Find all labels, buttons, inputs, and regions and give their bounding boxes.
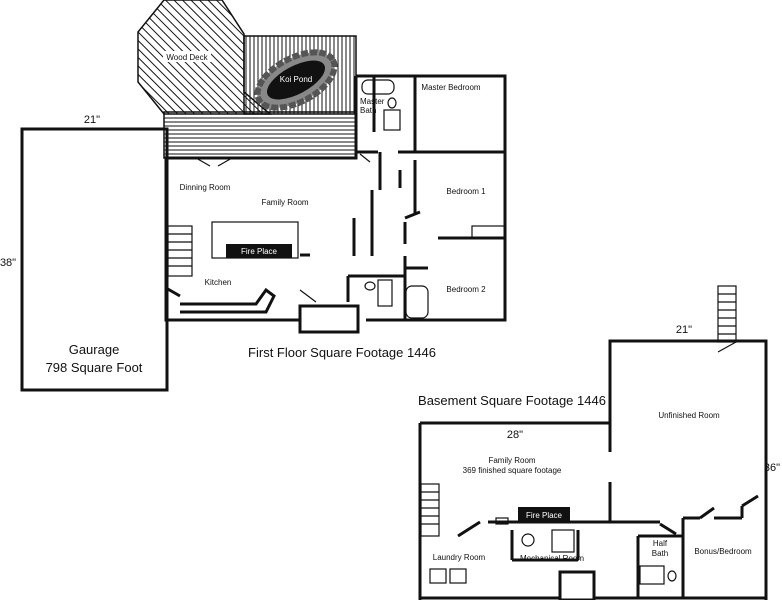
first-floor: 21" 38" Gaurage 798 Square Foot Wood Dec… <box>0 0 507 392</box>
bedroom-1-label: Bedroom 1 <box>446 187 486 196</box>
bonus-bedroom-label: Bonus/Bedroom <box>694 547 752 556</box>
wood-deck-label-bg <box>163 51 211 62</box>
basement-width-top-label: 21" <box>676 324 692 336</box>
fire-place-label: Fire Place <box>241 247 278 256</box>
koi-pond-label: Koi Pond <box>280 75 312 84</box>
basement-hearth-vent <box>495 517 509 525</box>
furnace <box>551 529 575 553</box>
water-heater <box>521 533 535 547</box>
fire-place <box>226 244 292 258</box>
hall-bath-vanity <box>377 279 393 307</box>
laundry-room-label: Laundry Room <box>433 553 486 562</box>
basement-stairs-top <box>717 285 737 343</box>
koi-pond: Koi Pond <box>254 49 338 111</box>
basement-family-room-label: Family Room <box>488 456 535 465</box>
basement-width-left-label: 28" <box>507 429 523 441</box>
first-floor-title: First Floor Square Footage 1446 <box>248 345 436 360</box>
basement-family-room-note: 369 finished square footage <box>463 466 562 475</box>
bedroom-1-closet <box>471 225 506 239</box>
basement-outer-wall <box>418 339 768 600</box>
hall-bath-tub <box>405 285 429 319</box>
unfinished-room-label: Unfinished Room <box>658 411 720 420</box>
hall-bath-toilet <box>364 281 376 291</box>
basement-depth-right-label: 36" <box>764 462 780 474</box>
basement-front-window-well <box>558 570 596 600</box>
washer <box>429 568 447 584</box>
front-entry <box>298 304 360 334</box>
mechanical-room-label: Mechanical Room <box>520 554 584 563</box>
family-room-label: Family Room <box>261 198 308 207</box>
garage-name-label: Gaurage <box>69 342 120 357</box>
basement-fire-place <box>518 507 570 523</box>
dining-room-label: Dinning Room <box>180 183 231 192</box>
master-bath-tub <box>361 79 395 95</box>
garage-depth-label: 38" <box>0 257 16 269</box>
master-bedroom-label: Master Bedroom <box>421 83 480 92</box>
basement: Fire Place 21" 28" 36" Basement Square F… <box>418 285 780 600</box>
kitchen-label: Kitchen <box>205 278 232 287</box>
master-bath-label-2: Bath <box>360 106 376 115</box>
basement-stairs-left <box>420 483 440 537</box>
master-bath-toilet <box>387 97 397 109</box>
first-floor-stairs <box>167 225 193 277</box>
half-bath-label-2: Bath <box>652 549 668 558</box>
half-bath-vanity <box>639 565 665 585</box>
bedroom-2-label: Bedroom 2 <box>446 285 486 294</box>
wood-deck-label: Wood Deck <box>166 53 208 62</box>
garage-area-label: 798 Square Foot <box>46 360 143 375</box>
lower-deck <box>163 111 357 159</box>
half-bath-label-1: Half <box>653 539 668 548</box>
house-outer-wall <box>164 74 507 322</box>
basement-title: Basement Square Footage 1446 <box>418 393 606 408</box>
basement-fire-place-label: Fire Place <box>526 511 563 520</box>
dryer <box>449 568 467 584</box>
master-bath-label-1: Master <box>360 97 385 106</box>
garage-width-label: 21" <box>84 114 100 126</box>
half-bath-toilet <box>667 570 677 582</box>
master-bath-vanity <box>383 109 401 131</box>
